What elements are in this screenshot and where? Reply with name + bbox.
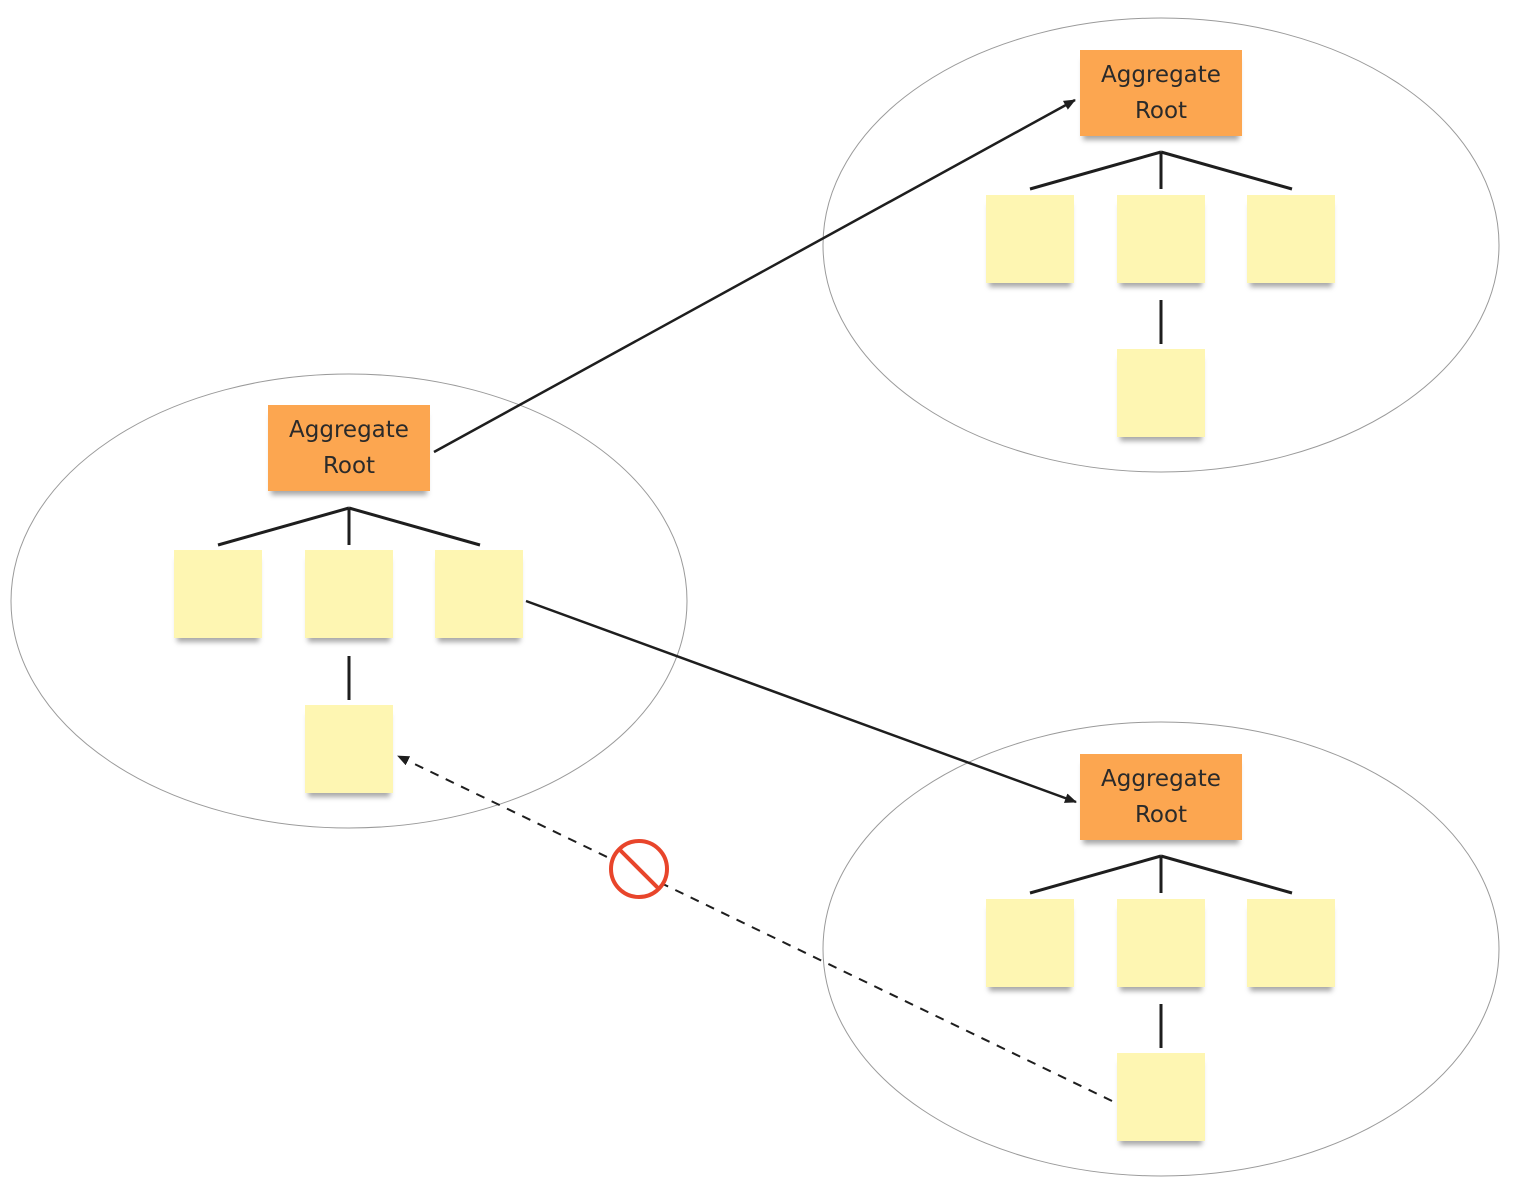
aggregate-root-label: Aggregate Root xyxy=(289,417,409,479)
reference-arrow-entity-to-root xyxy=(525,599,1077,804)
forbidden-reference-arrow xyxy=(397,755,1113,1102)
entity-note-left-3 xyxy=(435,550,523,638)
entity-note-left-4 xyxy=(305,705,393,793)
aggregate-root-label: Aggregate Root xyxy=(1101,62,1221,124)
aggregate-root-label: Aggregate Root xyxy=(1101,766,1221,828)
no-entry-icon xyxy=(609,839,669,899)
tree-connectors-top-right xyxy=(1029,150,1293,344)
entity-note-top-right-4 xyxy=(1117,349,1205,437)
entity-note-bottom-right-2 xyxy=(1117,899,1205,987)
tree-connectors-left xyxy=(217,506,481,700)
aggregate-root-left: Aggregate Root xyxy=(268,405,430,491)
aggregate-root-bottom-right: Aggregate Root xyxy=(1080,754,1242,840)
entity-note-top-right-1 xyxy=(986,195,1074,283)
entity-note-bottom-right-1 xyxy=(986,899,1074,987)
entity-note-bottom-right-4 xyxy=(1117,1053,1205,1141)
entity-note-left-2 xyxy=(305,550,393,638)
entity-note-top-right-3 xyxy=(1247,195,1335,283)
aggregate-boundary-bottom-right xyxy=(822,721,1500,1177)
aggregate-boundary-top-right xyxy=(822,17,1500,473)
aggregate-boundary-left xyxy=(10,373,688,829)
aggregate-root-top-right: Aggregate Root xyxy=(1080,50,1242,136)
entity-note-bottom-right-3 xyxy=(1247,899,1335,987)
tree-connectors-bottom-right xyxy=(1029,854,1293,1048)
entity-note-top-right-2 xyxy=(1117,195,1205,283)
reference-arrow-root-to-root xyxy=(433,98,1076,454)
entity-note-left-1 xyxy=(174,550,262,638)
